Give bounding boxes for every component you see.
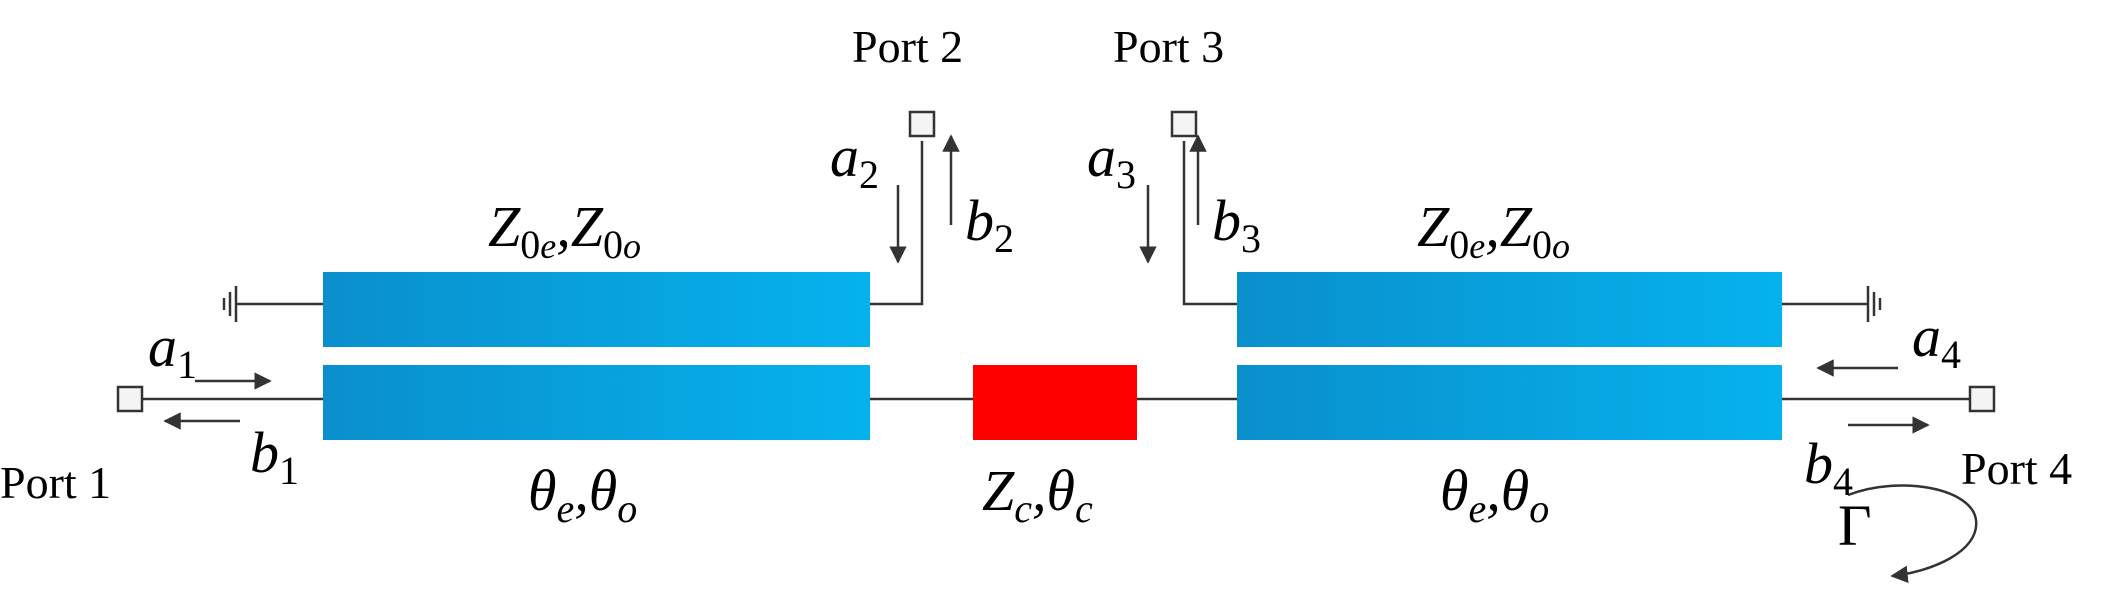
reflection-arrow-icon [1847,484,1978,584]
right-angle-label: θe,θo [1440,458,1549,531]
b3-label: b3 [1212,188,1261,261]
left-impedance-label: Z0e,Z0o [488,194,641,267]
left-coupled-line-upper [323,272,870,347]
connecting-line [973,365,1137,440]
port3-terminal [1170,110,1198,138]
port1-label: Port 1 [0,457,111,508]
a3-label: a3 [1087,124,1136,197]
left-coupled-line-lower [323,365,870,440]
port2-terminal [908,110,936,138]
right-coupled-line-upper [1237,272,1782,347]
port3-wire [1182,141,1237,306]
left-ground-icon [222,286,238,322]
right-ground-icon [1866,286,1882,322]
b4-label: b4 [1804,431,1853,504]
wires [142,141,1970,401]
connecting-line-label: Zc,θc [982,458,1093,531]
b1-label: b1 [250,420,299,493]
reflection-label: Γ [1838,493,1872,558]
port4-terminal [1968,385,1996,413]
right-impedance-label: Z0e,Z0o [1417,194,1570,267]
port2-wire [870,141,924,306]
a4-label: a4 [1912,304,1961,377]
a1-label: a1 [148,314,197,387]
left-angle-label: θe,θo [528,458,637,531]
port1-terminal [116,385,144,413]
port2-label: Port 2 [852,21,963,72]
right-coupled-line-lower [1237,365,1782,440]
b2-label: b2 [965,188,1014,261]
a2-label: a2 [830,124,879,197]
port4-label: Port 4 [1961,443,2072,494]
port3-label: Port 3 [1113,21,1224,72]
